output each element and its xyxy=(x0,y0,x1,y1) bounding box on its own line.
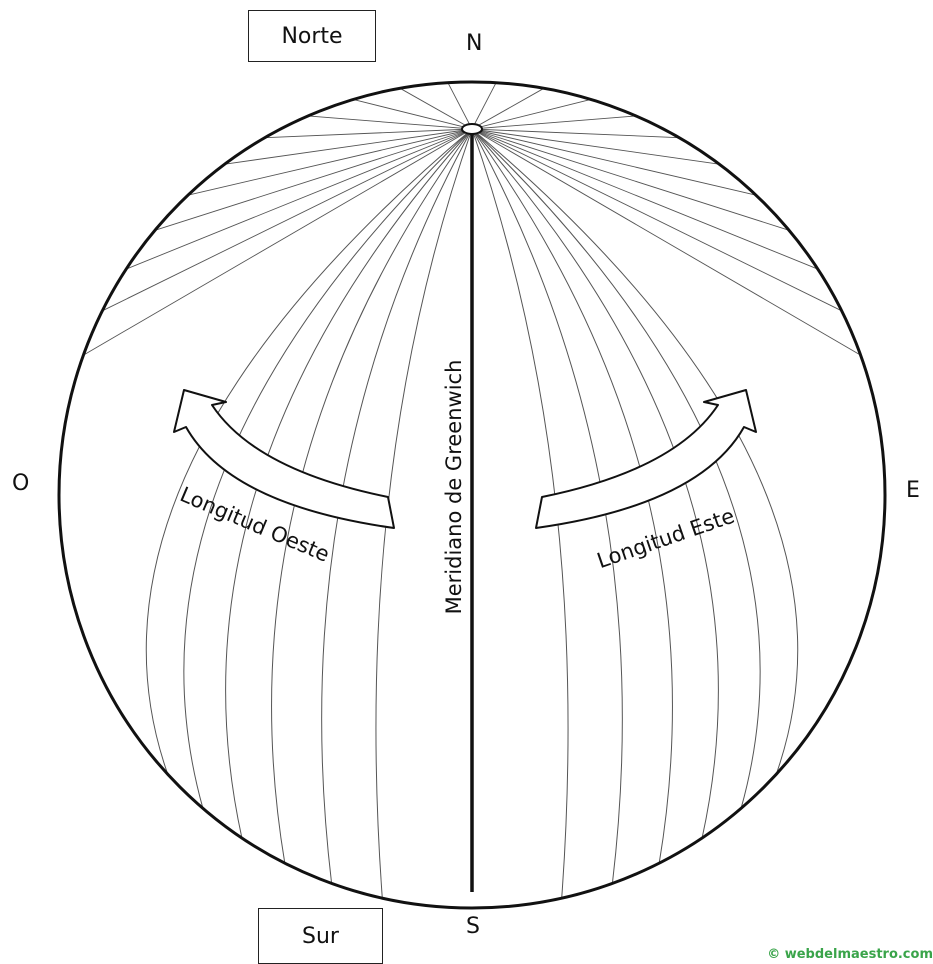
meridian-label: Meridiano de Greenwich xyxy=(442,360,466,615)
south-box: Sur xyxy=(258,908,383,964)
meridian-curve xyxy=(471,128,799,775)
east-longitude-label: Longitud Este xyxy=(594,504,738,573)
meridian-line xyxy=(102,128,473,312)
south-box-label: Sur xyxy=(302,923,339,949)
curved-arrow-right-icon xyxy=(535,389,757,529)
north-pole-marker xyxy=(461,123,483,135)
meridian-curve xyxy=(183,128,473,809)
meridian-line xyxy=(471,128,680,139)
meridian-line xyxy=(126,128,473,270)
north-box-label: Norte xyxy=(281,23,343,49)
meridian-line xyxy=(471,82,497,130)
west-label: O xyxy=(12,471,29,496)
meridian-line xyxy=(264,128,473,139)
south-label: S xyxy=(466,914,480,939)
credit-text: © webdelmaestro.com xyxy=(767,947,933,962)
meridian-line xyxy=(471,115,637,130)
meridian-line xyxy=(154,128,473,231)
meridian-line xyxy=(471,128,790,231)
north-label: N xyxy=(466,31,482,56)
curved-arrow-left-icon xyxy=(173,389,395,529)
meridian-curve xyxy=(471,128,761,809)
meridian-line xyxy=(471,128,720,165)
meridian-line xyxy=(399,87,473,130)
meridian-line xyxy=(447,82,473,130)
meridian-curve xyxy=(145,128,473,775)
meridian-line xyxy=(471,128,818,270)
east-label: E xyxy=(906,478,920,503)
meridian-line xyxy=(471,128,842,312)
meridian-line xyxy=(471,128,861,356)
meridian-line xyxy=(471,87,545,130)
meridian-line xyxy=(224,128,473,165)
meridian-line xyxy=(307,115,473,130)
meridian-curve xyxy=(375,128,473,899)
meridian-line xyxy=(471,99,591,130)
meridian-line xyxy=(471,128,757,196)
north-box: Norte xyxy=(248,10,376,62)
globe-outline xyxy=(57,80,887,910)
meridian-line xyxy=(83,128,473,356)
meridian-line xyxy=(353,99,473,130)
meridian-line xyxy=(187,128,473,196)
